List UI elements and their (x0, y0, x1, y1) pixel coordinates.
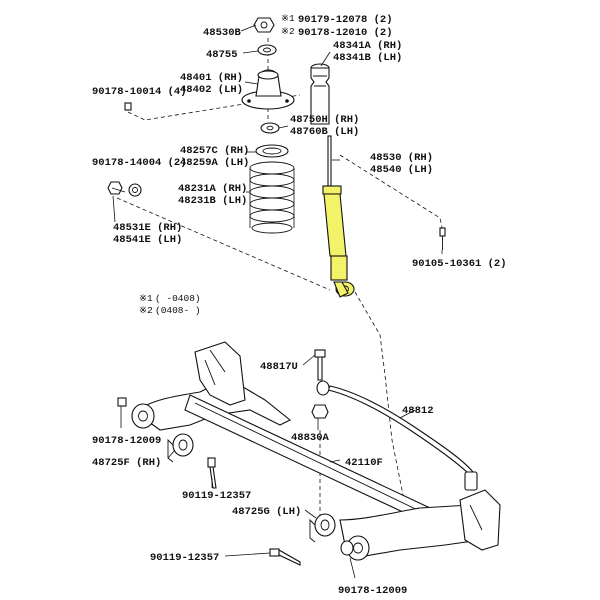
label-48530: 48530 (RH) (370, 152, 433, 164)
label-48231b: 48231B (LH) (178, 195, 247, 207)
note-mark-2: ※2 (139, 305, 153, 316)
label-48530b: 48530B (203, 27, 242, 39)
revision-notes: ※1 ( -0408) ※2 (0408- ) (139, 293, 201, 316)
label-90178-10014: 90178-10014 (4) (92, 86, 187, 98)
label-48541e: 48541E (LH) (113, 234, 182, 246)
label-42110f: 42110F (345, 457, 383, 469)
assembly-lines (116, 38, 444, 520)
label-48725g: 48725G (LH) (232, 506, 301, 518)
note-mark-1: ※1 (139, 293, 153, 304)
bushing-48725f (167, 433, 194, 463)
bolt-48817u (314, 349, 326, 381)
washer-48755 (257, 44, 277, 56)
label-48540: 48540 (LH) (370, 164, 433, 176)
label-48257c: 48257C (RH) (180, 145, 249, 157)
label-48341b: 48341B (LH) (333, 52, 402, 64)
rear-axle-beam-42110f (131, 341, 501, 561)
nut-90178-12009-a (117, 397, 127, 407)
spring-insulator-48257c (255, 144, 289, 158)
label-90178-12009-b: 90178-12009 (338, 585, 407, 597)
label-48341a: 48341A (RH) (333, 40, 402, 52)
coil-spring-48231a (249, 161, 295, 234)
support-mount-48401 (241, 69, 295, 110)
label-48231a: 48231A (RH) (178, 183, 247, 195)
label-48812: 48812 (402, 405, 434, 417)
label-90178-14004: 90178-14004 (2) (92, 157, 187, 169)
label-90178-12010: 90178-12010 (2) (298, 27, 393, 39)
nut-90178-12009-b (340, 540, 354, 556)
label-90119-12357-a: 90119-12357 (182, 490, 251, 502)
label-48760b: 48760B (LH) (290, 126, 359, 138)
note-range-2: (0408- ) (155, 305, 201, 316)
label-48750h: 48750H (RH) (290, 114, 359, 126)
nut-48530b (253, 17, 275, 33)
lateral-control-rod-48812 (316, 380, 478, 491)
label-48402: 48402 (LH) (180, 84, 243, 96)
note-range-1: ( -0408) (155, 293, 201, 304)
leader-lines (111, 24, 443, 579)
label-48755: 48755 (206, 49, 238, 61)
label-mark1: ※1 (281, 13, 295, 24)
nut-90178-10014 (124, 102, 132, 111)
label-48259a: 48259A (LH) (180, 157, 249, 169)
label-90178-12009-a: 90178-12009 (92, 435, 161, 447)
bolt-90105-10361 (439, 227, 446, 250)
label-90119-12357-b: 90119-12357 (150, 552, 219, 564)
label-48725f: 48725F (RH) (92, 457, 161, 469)
label-48817u: 48817U (260, 361, 298, 373)
bolt-90119-12357-b (269, 548, 301, 566)
nut-48830a (311, 404, 329, 419)
label-48531e: 48531E (RH) (113, 222, 182, 234)
label-mark2: ※2 (281, 26, 295, 37)
bump-stopper-boot-48341a (310, 63, 330, 125)
shock-absorber-48530 (322, 135, 355, 298)
label-48401: 48401 (RH) (180, 72, 243, 84)
insulator-48750h (260, 122, 280, 134)
label-48830a: 48830A (291, 432, 330, 444)
nut-90178-14004 (107, 181, 142, 197)
part-labels: ※1 ※2 48530B 90179-12078 (2) 90178-12010… (92, 13, 507, 597)
bushing-48725g (309, 513, 336, 543)
label-90105-10361: 90105-10361 (2) (412, 258, 507, 270)
label-90179-12078: 90179-12078 (2) (298, 14, 393, 26)
